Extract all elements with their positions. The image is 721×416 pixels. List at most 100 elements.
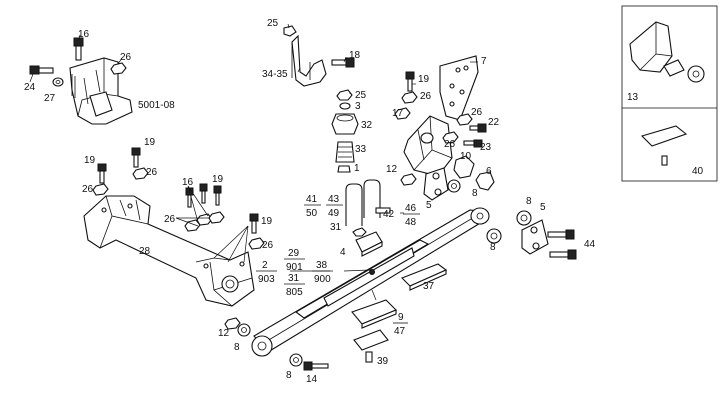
washer-8d <box>237 323 251 337</box>
fraction-41-50: 41 50 <box>304 194 321 219</box>
shackle-plate-5a <box>423 167 449 201</box>
svg-text:41: 41 <box>306 194 318 205</box>
shackle-bracket-34-35 <box>283 25 327 87</box>
svg-text:46: 46 <box>405 203 417 214</box>
callout-26: 26 <box>120 52 132 63</box>
callout-5001-08: 5001-08 <box>138 100 175 111</box>
fraction-31-805: 31 805 <box>284 273 305 298</box>
washer-8a <box>447 179 461 193</box>
callout-27: 27 <box>44 93 56 104</box>
callout-7: 7 <box>481 56 487 67</box>
pin-39 <box>365 351 373 363</box>
callout-37: 37 <box>423 281 435 292</box>
nut-12b <box>224 317 241 330</box>
fraction-29-901: 29 901 <box>284 248 305 273</box>
nut-26e <box>132 167 149 180</box>
callout-6: 6 <box>486 166 492 177</box>
callout-8: 8 <box>234 342 240 353</box>
svg-text:9: 9 <box>398 312 404 323</box>
bolt-19e <box>249 213 259 234</box>
callout-28: 28 <box>139 246 151 257</box>
svg-text:29: 29 <box>288 248 300 259</box>
svg-text:49: 49 <box>328 208 340 219</box>
fraction-38-900: 38 900 <box>312 260 333 285</box>
callout-26: 26 <box>471 107 483 118</box>
nut-26h <box>248 237 265 250</box>
callout-31: 31 <box>330 222 342 233</box>
callout-19: 19 <box>144 137 156 148</box>
bolt-24 <box>29 65 54 75</box>
callout-10: 10 <box>460 151 472 162</box>
bolt-19b <box>131 147 141 168</box>
callout-5: 5 <box>426 200 432 211</box>
washer-8e <box>289 353 303 367</box>
bolt-19a <box>405 71 415 92</box>
callout-26: 26 <box>420 91 432 102</box>
svg-text:38: 38 <box>316 260 328 271</box>
callout-44: 44 <box>584 239 596 250</box>
callout-23: 23 <box>480 142 492 153</box>
callout-25: 25 <box>355 90 367 101</box>
callout-19: 19 <box>84 155 96 166</box>
bolt-23 <box>463 139 483 148</box>
shackle-plate-5b <box>521 219 549 255</box>
svg-text:31: 31 <box>288 273 300 284</box>
nut-12a <box>400 173 417 186</box>
callout-labels: 16 26 24 27 5001-08 25 18 34-35 19 26 7 … <box>24 18 704 385</box>
svg-text:903: 903 <box>258 274 275 285</box>
svg-text:47: 47 <box>394 326 406 337</box>
leader-lines <box>29 23 478 301</box>
callout-19: 19 <box>212 174 224 185</box>
fraction-2-903: 2 903 <box>256 260 277 285</box>
callout-14: 14 <box>306 374 318 385</box>
callout-16: 16 <box>182 177 194 188</box>
nut-26c <box>456 113 473 126</box>
front-hanger-bracket <box>403 115 453 177</box>
plate-39 <box>353 329 389 351</box>
clamp-plate-4 <box>355 231 383 257</box>
bolt-16a <box>73 37 84 61</box>
svg-text:48: 48 <box>405 217 417 228</box>
callout-34-35: 34-35 <box>262 69 288 80</box>
callout-26: 26 <box>444 139 456 150</box>
svg-text:901: 901 <box>286 262 303 273</box>
washer-27 <box>52 77 64 87</box>
callout-8: 8 <box>286 370 292 381</box>
callout-24: 24 <box>24 82 36 93</box>
plate-9 <box>351 299 397 329</box>
bolt-14 <box>303 361 329 371</box>
washer-8c <box>486 228 502 244</box>
callout-39: 39 <box>377 356 389 367</box>
callout-17: 17 <box>392 108 404 119</box>
callout-3: 3 <box>355 101 361 112</box>
svg-text:50: 50 <box>306 208 318 219</box>
nut-26a <box>110 62 127 75</box>
callout-22: 22 <box>488 117 500 128</box>
spacer-37 <box>401 263 448 291</box>
callout-4: 4 <box>340 247 346 258</box>
nut-17 <box>394 107 411 120</box>
callout-26: 26 <box>146 167 158 178</box>
svg-text:805: 805 <box>286 287 303 298</box>
callout-16: 16 <box>78 29 90 40</box>
u-bolts <box>345 179 391 237</box>
callout-1: 1 <box>354 163 360 174</box>
bushing-6 <box>475 171 495 191</box>
bolt-22 <box>469 123 487 133</box>
axle-beam-28 <box>83 195 255 307</box>
callout-12: 12 <box>386 164 398 175</box>
callout-33: 33 <box>355 144 367 155</box>
svg-text:2: 2 <box>262 260 268 271</box>
nut-26d <box>442 131 459 144</box>
svg-text:900: 900 <box>314 274 331 285</box>
fraction-callouts: 41 50 43 49 46 48 2 903 29 901 31 805 <box>256 194 420 337</box>
callout-42: 42 <box>383 209 395 220</box>
bolt-18 <box>331 57 355 68</box>
bump-stop-stack <box>331 89 359 173</box>
callout-26: 26 <box>262 240 274 251</box>
bolts-44 <box>547 229 577 260</box>
fraction-43-49: 43 49 <box>326 194 343 219</box>
callout-5: 5 <box>540 202 546 213</box>
